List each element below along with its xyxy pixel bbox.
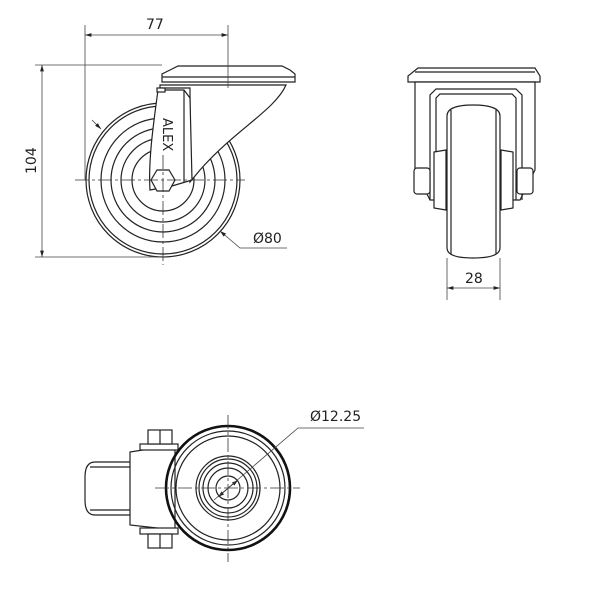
axle-nut-right [516, 167, 534, 195]
dimension-wheel-width: 28 [446, 258, 501, 300]
wheel-tread-front [446, 104, 501, 259]
side-view: ALEX 77 104 Ø80 [24, 17, 296, 265]
svg-text:Ø80: Ø80 [253, 231, 282, 247]
svg-text:104: 104 [24, 147, 40, 174]
dimension-bore-diameter: Ø12.25 [213, 409, 364, 501]
top-plate [161, 65, 296, 83]
dimension-height: 104 [24, 64, 165, 258]
dimension-wheel-diameter: Ø80 [91, 119, 287, 249]
front-view: 28 [407, 67, 541, 300]
dimension-width: 77 [84, 17, 229, 180]
axle-bore [215, 475, 241, 501]
svg-text:Ø12.25: Ø12.25 [310, 409, 361, 425]
bottom-view: Ø12.25 [84, 409, 364, 562]
brand-mark: ALEX [159, 118, 174, 151]
svg-text:28: 28 [465, 271, 483, 287]
axle-nut-left [413, 167, 431, 195]
svg-text:77: 77 [146, 17, 164, 33]
top-plate-front [407, 67, 541, 83]
